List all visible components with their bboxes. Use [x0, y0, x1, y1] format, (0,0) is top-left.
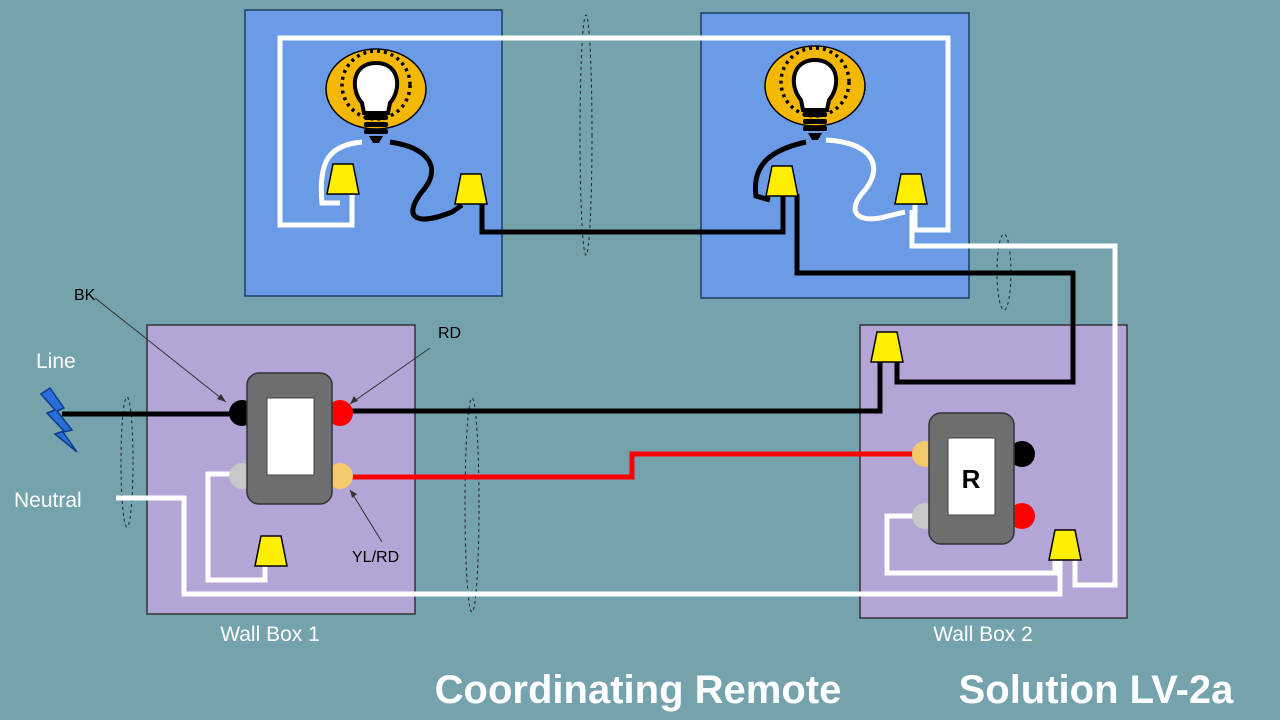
wire-nut: [1048, 529, 1082, 561]
wire-nut: [454, 173, 488, 205]
label-wall-box-1: Wall Box 1: [220, 623, 320, 646]
neutral-wires: [116, 35, 1118, 597]
label-bk: BK: [74, 287, 96, 304]
wire-nut: [765, 165, 799, 197]
label-neutral: Neutral: [14, 489, 82, 512]
hot-wires: [62, 139, 1076, 417]
remote-letter: R: [962, 464, 981, 494]
label-rd: RD: [438, 325, 461, 342]
footer-title: Coordinating Remote: [435, 668, 842, 712]
label-yl-rd: YL/RD: [352, 549, 399, 566]
light-bulb-icon: [325, 48, 427, 143]
light-bulb-icon: [764, 45, 866, 140]
callout-lines: [94, 297, 431, 543]
main-switch: [229, 372, 353, 505]
lightning-bolt-icon: [39, 386, 78, 453]
label-wall-box-2: Wall Box 2: [933, 623, 1033, 646]
cable-bundle-middle: [464, 397, 480, 613]
traveler-wire: [347, 451, 918, 480]
wire-nut: [326, 163, 360, 195]
wire-nut: [894, 173, 928, 205]
footer-solution: Solution LV-2a: [959, 668, 1235, 712]
wire-nut: [870, 331, 904, 363]
callout-arrowheads: [217, 394, 358, 498]
cable-bundle-top: [579, 14, 593, 256]
label-line: Line: [36, 350, 76, 373]
wire-nut: [254, 535, 288, 567]
cable-bundle-line: [120, 396, 134, 528]
remote-switch: R: [912, 412, 1035, 545]
